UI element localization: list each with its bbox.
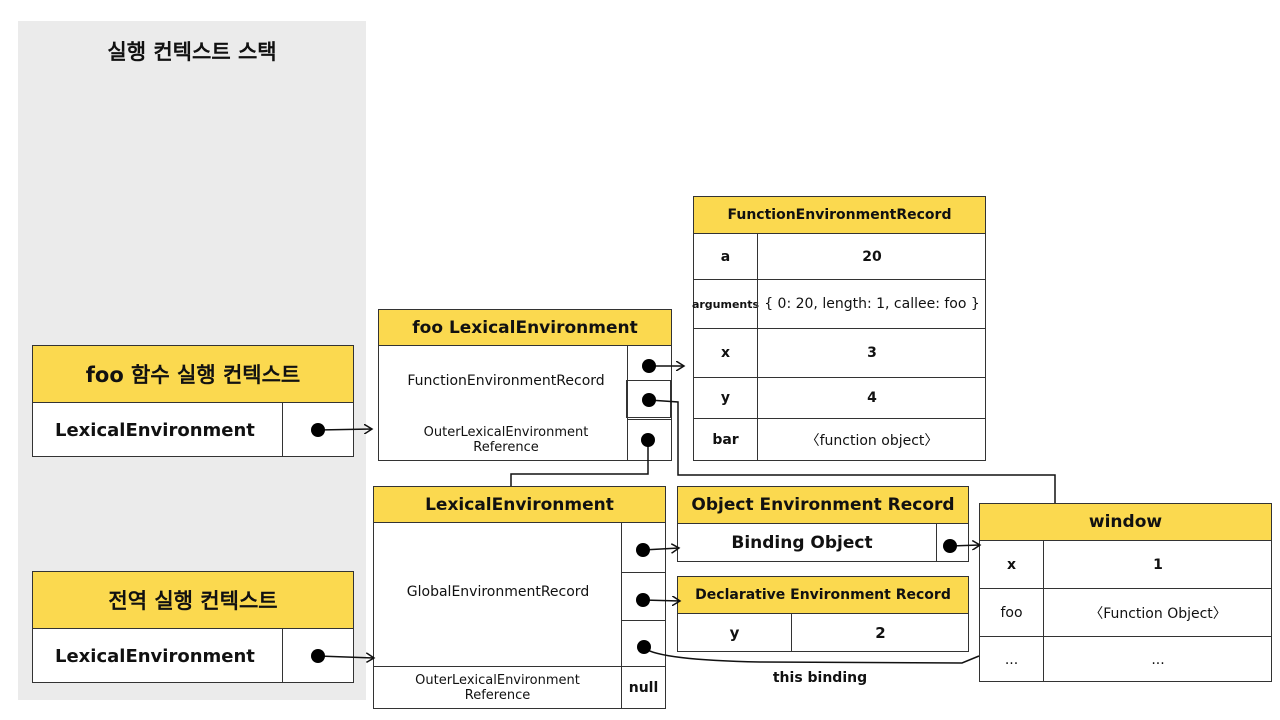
foo-context-to-foo-lex-arrow xyxy=(317,429,372,430)
fer-key-a: a xyxy=(694,234,757,280)
global-lexical-environment: LexicalEnvironment GlobalEnvironmentReco… xyxy=(373,486,666,709)
object-environment-record: Object Environment Record Binding Object xyxy=(677,486,969,562)
function-environment-record: FunctionEnvironmentRecord a 20 arguments… xyxy=(692,196,986,461)
global-context-lexical-env-label: LexicalEnvironment xyxy=(55,645,255,667)
fer-value-x: 3 xyxy=(757,329,986,378)
foo-record-pointer-cell xyxy=(627,346,672,420)
foo-function-env-record-label: FunctionEnvironmentRecord xyxy=(407,373,605,389)
declarative-environment-record: Declarative Environment Record y 2 xyxy=(677,576,969,652)
declarative-key-y: y xyxy=(729,624,740,642)
binding-object-pointer-cell xyxy=(936,524,969,562)
window-value-more: ... xyxy=(1043,637,1272,682)
this-binding-label: this binding xyxy=(772,670,868,686)
global-outer-env-null: null xyxy=(621,666,666,709)
foo-context-pointer-dot xyxy=(311,423,325,437)
global-context-lexical-env-pointer xyxy=(282,629,354,683)
window-value-x: 1 xyxy=(1043,541,1272,589)
global-object-record-dot xyxy=(636,543,650,557)
fer-value-bar: 〈function object〉 xyxy=(757,419,986,461)
fer-value-a: 20 xyxy=(757,234,986,280)
foo-lexical-environment-title: foo LexicalEnvironment xyxy=(379,310,671,346)
global-this-binding-dot xyxy=(637,640,651,654)
window-key-more: ... xyxy=(1004,651,1019,668)
foo-scope-pointer-box xyxy=(626,380,671,418)
foo-outer-pointer-dot xyxy=(641,433,655,447)
global-env-record-label: GlobalEnvironmentRecord xyxy=(406,584,590,600)
foo-outer-pointer-cell xyxy=(627,420,672,461)
declarative-env-record-title: Declarative Environment Record xyxy=(678,577,968,614)
fer-value-arguments: { 0: 20, length: 1, callee: foo } xyxy=(757,280,986,329)
foo-scope-pointer-dot xyxy=(642,393,656,407)
global-lexical-environment-title: LexicalEnvironment xyxy=(374,487,665,523)
foo-record-pointer-dot xyxy=(642,359,656,373)
foo-outer-to-global-lex-line xyxy=(510,440,649,486)
foo-lexical-environment: foo LexicalEnvironment FunctionEnvironme… xyxy=(378,309,672,461)
foo-execution-context-title: foo 함수 실행 컨텍스트 xyxy=(33,346,353,403)
window-key-x: x xyxy=(980,541,1043,589)
global-execution-context: 전역 실행 컨텍스트 LexicalEnvironment xyxy=(32,571,354,683)
binding-object-pointer-dot xyxy=(943,539,957,553)
global-this-binding-pointer-cell xyxy=(621,621,666,666)
window-object-title: window xyxy=(980,504,1271,541)
stack-title: 실행 컨텍스트 스택 xyxy=(107,40,277,64)
fer-key-y: y xyxy=(694,378,757,419)
fer-key-bar: bar xyxy=(712,432,739,448)
object-env-record-title: Object Environment Record xyxy=(678,487,968,524)
global-outer-env-reference-label: OuterLexicalEnvironment Reference xyxy=(374,666,622,709)
window-key-foo: foo xyxy=(980,589,1043,637)
global-object-record-pointer-cell xyxy=(621,523,666,573)
global-context-to-global-lex-arrow xyxy=(317,656,374,658)
fer-value-y: 4 xyxy=(757,378,986,419)
fer-key-x: x xyxy=(694,329,757,378)
global-declarative-record-dot xyxy=(636,593,650,607)
global-declarative-record-pointer-cell xyxy=(621,573,666,621)
foo-outer-env-reference-label: OuterLexicalEnvironment Reference xyxy=(423,425,589,455)
binding-object-label: Binding Object xyxy=(731,533,873,553)
foo-scope-to-window-line xyxy=(648,399,1056,503)
this-binding-curve xyxy=(643,647,980,664)
global-context-pointer-dot xyxy=(311,649,325,663)
declarative-value-y: 2 xyxy=(791,614,969,652)
fer-key-arguments: arguments xyxy=(692,280,759,329)
window-value-foo: 〈Function Object〉 xyxy=(1043,589,1272,637)
global-execution-context-title: 전역 실행 컨텍스트 xyxy=(33,572,353,629)
foo-context-lexical-env-pointer xyxy=(282,403,354,457)
window-object: window x 1 foo 〈Function Object〉 ... ... xyxy=(979,503,1272,682)
foo-context-lexical-env-label: LexicalEnvironment xyxy=(55,419,255,441)
foo-execution-context: foo 함수 실행 컨텍스트 LexicalEnvironment xyxy=(32,345,354,457)
function-env-record-title: FunctionEnvironmentRecord xyxy=(694,197,985,234)
